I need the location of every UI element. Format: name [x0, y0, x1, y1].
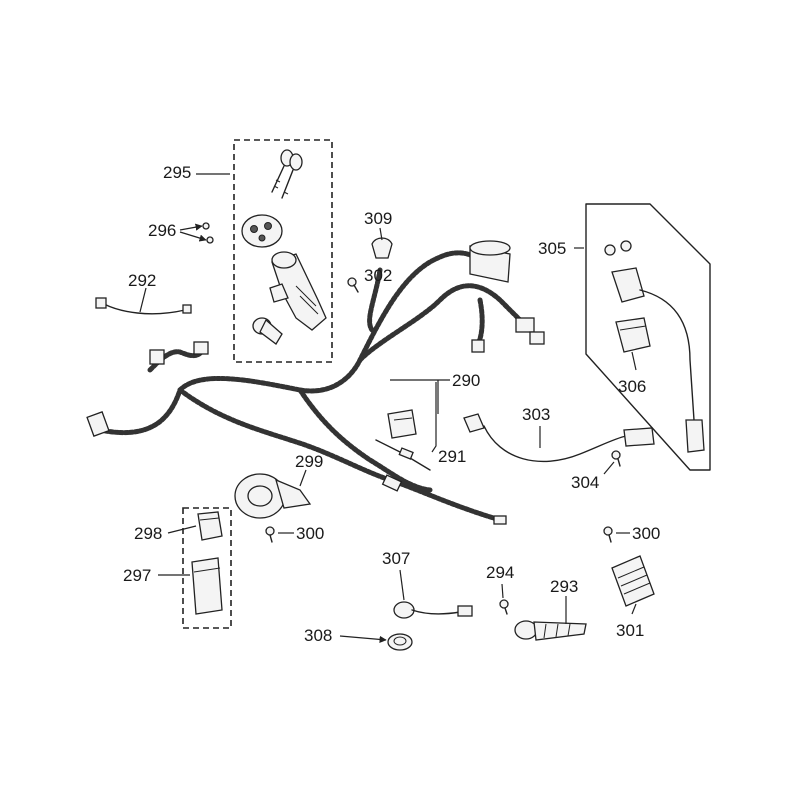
ignition-switch-drawing [269, 251, 327, 331]
relay-box [182, 507, 232, 629]
relay-unit-drawing [191, 557, 223, 615]
callout-302: 302 [364, 266, 392, 285]
key-pair-drawing [271, 149, 303, 199]
callout-297: 297 [123, 566, 151, 585]
bracket-309-drawing [371, 237, 393, 259]
callout-309: 309 [364, 209, 392, 228]
sensor-303-drawing [463, 413, 655, 463]
callout-299: 299 [295, 452, 323, 471]
callout-294: 294 [486, 563, 514, 582]
seat-lock-drawing [252, 317, 283, 345]
screw-300-left-drawing [265, 526, 275, 543]
callout-307: 307 [382, 549, 410, 568]
fuse-link-drawing [375, 439, 431, 471]
sensor-307-drawing [393, 601, 473, 619]
ring-308-drawing [387, 633, 413, 651]
switch-plate-drawing [387, 409, 417, 439]
leader-lines [139, 173, 637, 644]
callout-292: 292 [128, 271, 156, 290]
screw-300-right-drawing [603, 526, 613, 543]
callout-301: 301 [616, 621, 644, 640]
starter-relay-drawing [611, 267, 705, 453]
harness-connectors [86, 317, 545, 525]
callout-290: 290 [452, 371, 480, 390]
regulator-301-drawing [611, 555, 655, 607]
callout-308: 308 [304, 626, 332, 645]
wire-292-drawing [95, 297, 192, 315]
ignition-set-box [233, 139, 333, 363]
relay-holder-drawing [615, 317, 651, 353]
callout-305: 305 [538, 239, 566, 258]
callout-300-left: 300 [296, 524, 324, 543]
callout-304: 304 [571, 473, 599, 492]
callout-291: 291 [438, 447, 466, 466]
nut-pair-drawing [604, 240, 632, 256]
callout-295: 295 [163, 163, 191, 182]
callout-300-right: 300 [632, 524, 660, 543]
callout-296: 296 [148, 221, 176, 240]
switch-293-drawing [514, 620, 587, 641]
callout-293: 293 [550, 577, 578, 596]
screw-294-drawing [499, 599, 509, 615]
callout-306: 306 [618, 377, 646, 396]
capacitor-drawing [469, 240, 511, 283]
screw-302-drawing [347, 277, 359, 293]
screw-304-drawing [611, 450, 621, 467]
starter-relay-panel [585, 203, 711, 471]
callout-298: 298 [134, 524, 162, 543]
callout-303: 303 [522, 405, 550, 424]
relay-cover-drawing [197, 511, 223, 541]
screws-296-drawing [202, 222, 214, 244]
lock-cover-drawing [241, 214, 283, 248]
horn-drawing [234, 473, 312, 519]
